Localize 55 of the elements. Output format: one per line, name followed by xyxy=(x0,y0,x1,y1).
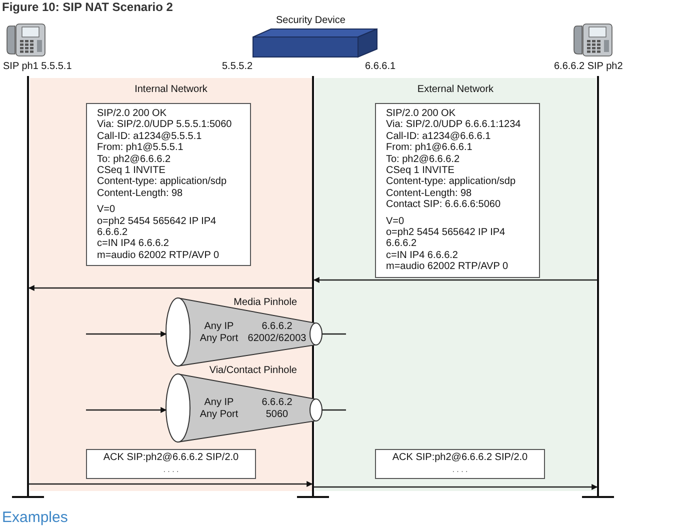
lifeline xyxy=(12,76,44,498)
message-line: V=0 xyxy=(386,216,404,228)
message-line: . . . . xyxy=(163,464,179,476)
message-arrow xyxy=(86,331,167,337)
ack-message-box xyxy=(375,449,545,479)
message-line: m=audio 62002 RTP/AVP 0 xyxy=(97,250,220,262)
message-line: SIP/2.0 200 OK xyxy=(97,108,166,120)
message-line: Via: SIP/2.0/UDP 6.6.6.1:1234 xyxy=(386,119,521,131)
network-zone xyxy=(315,78,596,491)
message-line: V=0 xyxy=(97,204,116,216)
message-line: c=IN IP4 6.6.6.2 xyxy=(386,250,458,262)
pinhole-text: 6.6.6.2 62002/62003 xyxy=(246,321,308,345)
message-line: To: ph2@6.6.6.2 xyxy=(386,154,460,166)
message-line: Content-type: application/sdp xyxy=(386,176,516,188)
message-line: Via: SIP/2.0/UDP 5.5.5.1:5060 xyxy=(97,119,232,131)
sip-message-box xyxy=(86,103,251,266)
pinhole-text: Any IP Any Port xyxy=(198,397,240,421)
ip-address-label: 6.6.6.1 xyxy=(365,60,396,74)
section-heading: Examples xyxy=(2,509,68,527)
message-line: From: ph1@5.5.5.1 xyxy=(97,142,184,154)
message-line: m=audio 62002 RTP/AVP 0 xyxy=(386,261,508,273)
phone-label: SIP ph1 5.5.5.1 xyxy=(3,60,72,74)
message-line: Call-ID: a1234@5.5.5.1 xyxy=(97,130,202,142)
message-line: Content-type: application/sdp xyxy=(97,176,227,188)
figure-title: Figure 10: SIP NAT Scenario 2 xyxy=(2,0,173,14)
message-line: Call-ID: a1234@6.6.6.1 xyxy=(386,130,491,142)
message-line: ACK SIP:ph2@6.6.6.2 SIP/2.0 xyxy=(103,452,239,464)
message-arrow xyxy=(28,285,312,291)
lifeline xyxy=(582,76,614,498)
message-line: ACK SIP:ph2@6.6.6.2 SIP/2.0 xyxy=(392,452,528,464)
message-line: Content-Length: 98 xyxy=(386,188,472,200)
pinhole-label: Via/Contact Pinhole xyxy=(209,364,297,378)
message-line: Content-Length: 98 xyxy=(97,188,183,200)
message-arrow xyxy=(86,407,167,413)
message-line: CSeq 1 INVITE xyxy=(386,165,454,176)
ip-address-label: 5.5.5.2 xyxy=(222,60,253,74)
device-title: Security Device xyxy=(276,14,346,28)
pinhole-text: Any IP Any Port xyxy=(198,321,240,345)
message-line: To: ph2@6.6.6.2 xyxy=(97,154,171,166)
ack-message-box xyxy=(86,449,256,479)
zone-title: Internal Network xyxy=(134,83,208,97)
message-arrow xyxy=(313,277,597,283)
message-line: From: ph1@6.6.6.1 xyxy=(386,142,472,154)
message-line: CSeq 1 INVITE xyxy=(97,165,166,176)
sip-message-box xyxy=(375,103,540,278)
pinhole-label: Media Pinhole xyxy=(234,296,297,310)
message-line: . . . . xyxy=(452,464,468,476)
message-line: c=IN IP4 6.6.6.2 xyxy=(97,238,169,250)
phone-label: 6.6.6.2 SIP ph2 xyxy=(554,60,623,74)
pinhole-text: 6.6.6.2 5060 xyxy=(260,397,294,421)
message-line: Contact SIP: 6.6.6.6:5060 xyxy=(386,199,501,211)
message-arrow xyxy=(314,484,598,490)
message-arrow xyxy=(29,481,313,487)
zone-title: External Network xyxy=(417,83,494,97)
message-line: SIP/2.0 200 OK xyxy=(386,108,456,120)
